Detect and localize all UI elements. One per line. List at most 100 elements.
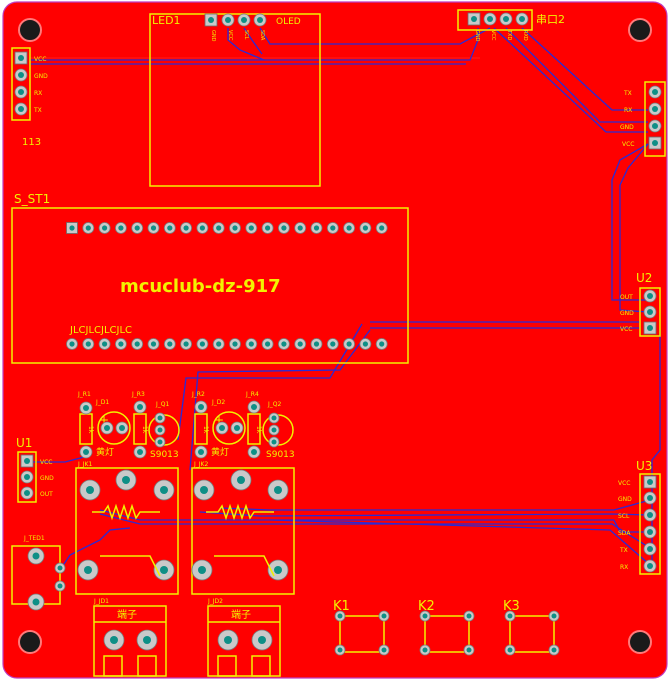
mcu-top-pin-hole-4 [118,225,124,231]
right-pin-label-4: VCC [622,141,634,148]
mcu-top-pin-hole-19 [362,225,368,231]
u3-pin-label-5: TX [619,547,628,554]
mcu-top-pin-hole-7 [167,225,173,231]
u1-pin-label-3: OUT [40,491,53,498]
u2-pin-label-3: VCC [620,326,632,333]
mcu-bottom-pin-hole-1 [69,341,75,347]
j-r4-label: J_R4 [245,391,259,398]
m113-pin-label-3: RX [34,90,42,97]
u3-label: U3 [636,459,652,473]
u3-module: U3 VCC GND SCL SDA TX RX [618,459,661,575]
s-st1-label: S_ST1 [14,192,50,206]
mcu-top-pin-hole-17 [330,225,336,231]
oled-pin-label-4: SDA [259,30,265,41]
relay-2: J_JK2 [191,461,295,595]
oled-pin-label-3: SCL [243,30,249,40]
m113-label: 113 [22,137,41,148]
mcu-top-pin-hole-2 [85,225,91,231]
jlc-text: JLCJLCJLCJLC [69,325,132,336]
j-jd2-label: J_JD2 [207,598,223,605]
relay-2-outline [191,467,295,595]
mcu-bottom-pin-hole-16 [313,341,320,347]
traces [28,27,661,571]
d1-plus: + [99,413,109,427]
terminal-2-outline [207,605,281,677]
mcu-module: S_ST1 mcuclub-dz-917 JLCJLCJLCJLC [11,192,409,364]
right-header-outline [644,81,666,157]
uart-pin-label-3: TXD [506,29,512,40]
mcu-top-pin-hole-11 [232,225,238,231]
m113-pin-label-4: TX [33,107,42,114]
right-header: TX RX GND VCC [620,81,666,157]
mcu-bottom-pin-hole-12 [248,341,254,347]
terminal-2: J_JD2 端子 [207,598,281,677]
relay-2-switch [214,555,275,577]
uart-outline [457,9,533,31]
yellow-led-2-label: 黄灯 [211,446,229,458]
terminal-2-label: 端子 [231,608,251,621]
uart-pin-label-4: RXD [522,30,528,41]
s9013-label-1: S9013 [150,450,179,460]
mcu-top-pin-hole-12 [248,225,254,231]
r3-value: 1k [141,426,148,434]
u2-sensor: U2 OUT GND VCC [620,271,661,337]
u2-pin-label-2: GND [620,310,634,317]
d2-plus: + [214,413,224,427]
mcu-bottom-pin-hole-11 [232,341,238,347]
mcu-top-pin-hole-14 [281,225,287,231]
mcu-bottom-pin-hole-18 [346,341,352,347]
oled-module: LED1 OLED GND VCC SCL SDA [149,13,321,187]
j-r3-label: J_R3 [131,391,145,398]
m113-pin-label-1: VCC [34,56,46,63]
mcu-top-pin-hole-9 [199,225,205,231]
mcu-bottom-pin-hole-8 [183,341,189,347]
j-ted1-label: J_TED1 [23,535,45,542]
relay-1-switch [100,555,161,577]
j-q2-label: J_Q2 [267,401,281,408]
mcu-bottom-pin-hole-9 [199,341,205,347]
right-pin-label-1: TX [623,90,632,97]
board-title: mcuclub-dz-917 [120,276,281,297]
u3-pin-label-1: VCC [618,480,630,487]
mcu-bottom-pin-hole-5 [134,341,140,347]
mcu-top-pin-hole-15 [297,225,303,231]
mcu-bottom-pin-hole-17 [330,341,336,347]
mcu-outline [11,207,409,364]
j-r1-label: J_R1 [77,391,91,398]
u1-pin-label-1: VCC [40,459,52,466]
s9013-label-2: S9013 [266,450,295,460]
mcu-bottom-pin-hole-15 [297,341,303,347]
terminal-1-label: 端子 [117,608,137,621]
right-pin-label-2: RX [624,107,632,114]
mcu-top-pins [66,222,388,234]
oled-pin-label-2: VCC [227,30,233,41]
mcu-bottom-pin-hole-14 [281,341,287,347]
mcu-bottom-pin-hole-13 [265,341,271,347]
mcu-top-pin-hole-13 [265,225,271,231]
mcu-bottom-pin-hole-10 [216,341,222,347]
mcu-top-pin-hole-3 [102,225,108,231]
mcu-top-pin-hole-6 [150,225,157,231]
mcu-top-pin-hole-10 [216,225,222,231]
relay-1-outline [75,467,179,595]
relay-1-coil [92,503,160,521]
d2-outline [212,411,246,445]
m113-outline [11,47,31,121]
u3-pin-label-6: RX [620,564,628,571]
u1-label: U1 [16,436,32,450]
mcu-bottom-pin-hole-6 [150,341,157,347]
mcu-bottom-pin-hole-3 [102,341,108,347]
led1-label: LED1 [152,14,181,27]
mcu-top-pin-hole-8 [183,225,189,231]
mcu-bottom-pin-hole-4 [118,341,124,347]
uart-pin-label-2: VCC [490,30,496,41]
u1-sensor: U1 VCC GND OUT [16,436,54,503]
j-jk1-label: J_JK1 [77,461,92,468]
oled-label: OLED [276,17,301,27]
oled-pin-label-1: GND [210,30,216,42]
u3-outline [639,473,661,575]
u2-outline [639,287,661,337]
j-jd1-label: J_JD1 [93,598,109,605]
r3-outline [133,413,147,445]
